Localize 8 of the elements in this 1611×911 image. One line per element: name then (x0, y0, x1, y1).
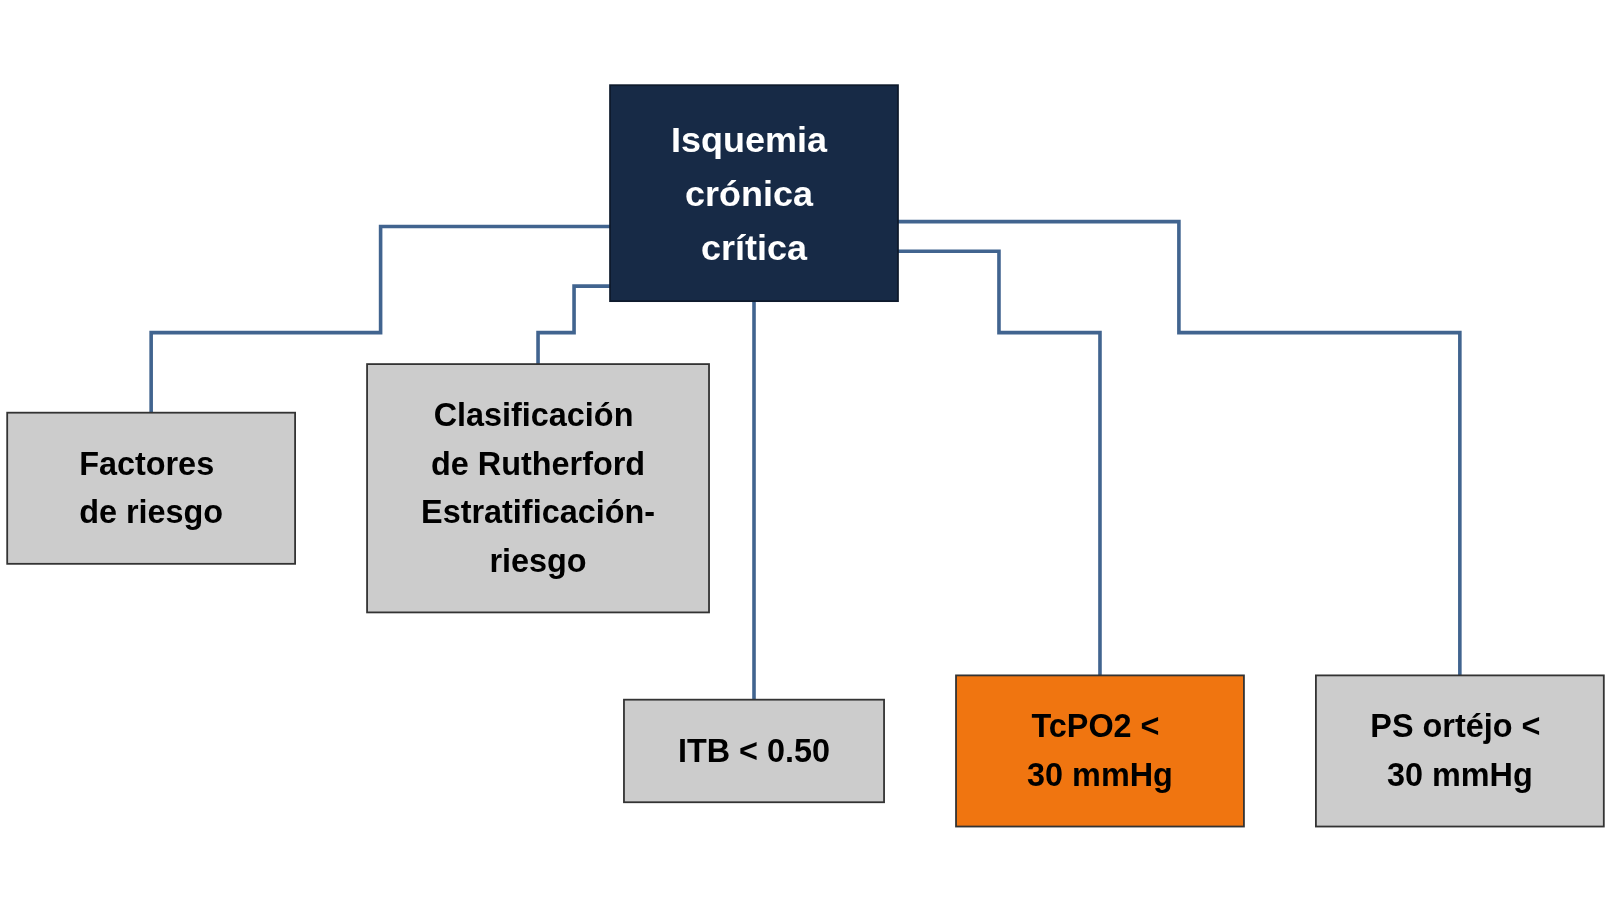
connector (897, 249, 1102, 677)
node-box: Clasificación de Rutherford Estratificación-riesgo (366, 362, 710, 613)
node-box: Isquemia crónica crítica (609, 83, 899, 302)
node-box: TcPO2 < 30 mmHg (955, 674, 1245, 828)
node-box: Factores de riesgo (6, 411, 296, 565)
connector (897, 219, 1462, 677)
node-box: ITB < 0.50 (623, 698, 885, 803)
node-box: PS ortéjo < 30 mmHg (1315, 674, 1605, 828)
